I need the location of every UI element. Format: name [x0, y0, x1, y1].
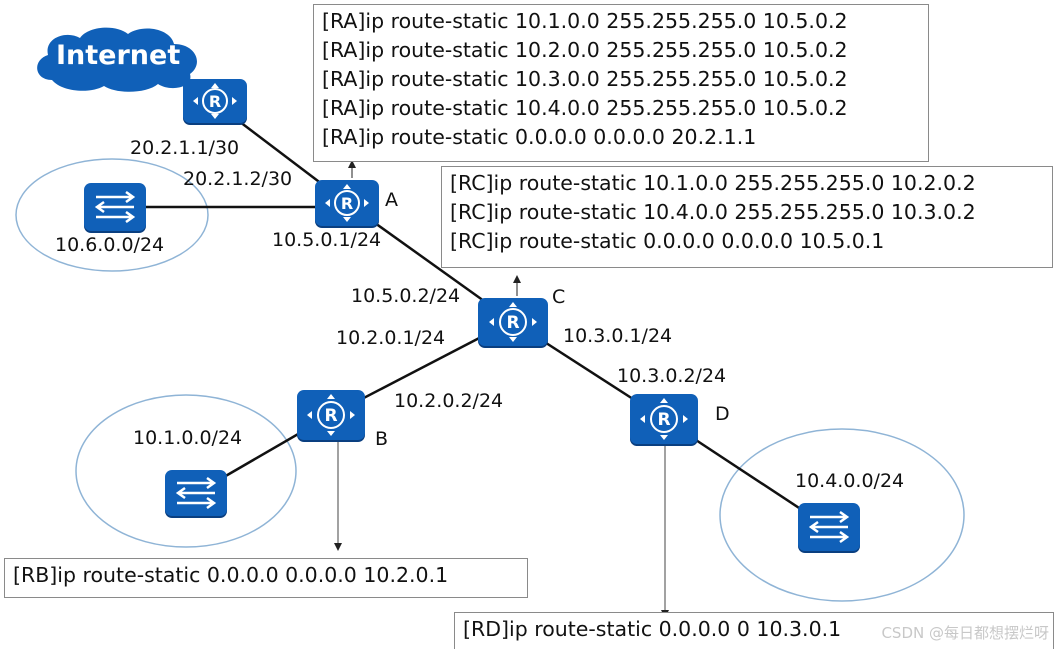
addr-d-to-c: 10.3.0.2/24 [617, 365, 727, 387]
svg-text:R: R [506, 313, 519, 333]
switch-net-d[interactable] [798, 503, 860, 551]
cloud-icon [37, 27, 197, 92]
router-b[interactable]: R [297, 390, 365, 440]
router-icon: R [640, 398, 688, 440]
svg-text:R: R [657, 410, 670, 430]
config-box-rc: [RC]ip route-static 10.1.0.0 255.255.255… [441, 166, 1053, 268]
config-line: [RB]ip route-static 0.0.0.0 0.0.0.0 10.2… [13, 563, 449, 587]
addr-c-to-b: 10.2.0.1/24 [336, 327, 446, 349]
config-box-rd: [RD]ip route-static 0.0.0.0 0 10.3.0.1 [454, 612, 1054, 649]
network-b-label: 10.1.0.0/24 [133, 427, 243, 449]
network-d-label: 10.4.0.0/24 [795, 470, 905, 492]
config-line: [RC]ip route-static 10.1.0.0 255.255.255… [450, 171, 976, 195]
router-icon: R [325, 184, 369, 222]
router-a[interactable]: R [315, 180, 379, 226]
router-internet-gw[interactable]: R [183, 79, 247, 123]
config-box-rb: [RB]ip route-static 0.0.0.0 0.0.0.0 10.2… [4, 558, 528, 598]
config-line: [RA]ip route-static 10.2.0.0 255.255.255… [322, 38, 848, 62]
lan-ellipse-b [75, 394, 297, 548]
addr-a-lan: 10.5.0.1/24 [272, 229, 382, 251]
config-line: [RD]ip route-static 0.0.0.0 0 10.3.0.1 [463, 617, 842, 641]
switch-net-b[interactable] [165, 470, 227, 516]
router-a-label: A [385, 189, 398, 211]
config-line: [RC]ip route-static 0.0.0.0 0.0.0.0 10.5… [450, 229, 885, 253]
router-icon: R [307, 394, 355, 436]
switch-net-a[interactable] [84, 183, 146, 231]
config-line: [RA]ip route-static 0.0.0.0 0.0.0.0 20.2… [322, 125, 757, 149]
internet-cloud: Internet [30, 24, 206, 94]
router-b-label: B [375, 428, 389, 450]
router-c-label: C [552, 286, 566, 308]
addr-internet-gw: 20.2.1.1/30 [130, 137, 240, 159]
lan-ellipse-a [15, 158, 209, 272]
switch-icon [94, 190, 136, 224]
internet-label: Internet [56, 40, 181, 71]
config-box-ra: [RA]ip route-static 10.1.0.0 255.255.255… [313, 4, 929, 162]
router-d-label: D [715, 403, 730, 425]
config-line: [RC]ip route-static 10.4.0.0 255.255.255… [450, 200, 976, 224]
addr-b-to-c: 10.2.0.2/24 [394, 390, 504, 412]
config-line: [RA]ip route-static 10.3.0.0 255.255.255… [322, 67, 848, 91]
router-d[interactable]: R [630, 394, 698, 444]
addr-c-to-d: 10.3.0.1/24 [563, 325, 673, 347]
router-icon: R [489, 302, 537, 342]
svg-text:R: R [324, 406, 337, 426]
addr-a-wan: 20.2.1.2/30 [183, 168, 293, 190]
lan-ellipse-d [719, 428, 965, 602]
router-icon: R [193, 83, 237, 119]
config-line: [RA]ip route-static 10.4.0.0 255.255.255… [322, 96, 848, 120]
switch-icon [175, 476, 217, 510]
addr-c-to-a: 10.5.0.2/24 [351, 285, 461, 307]
svg-text:R: R [341, 194, 353, 213]
switch-icon [808, 510, 850, 544]
watermark-text: CSDN @每日都想摆烂呀 [881, 624, 1049, 642]
network-a-label: 10.6.0.0/24 [55, 234, 165, 256]
router-c[interactable]: R [478, 298, 548, 346]
config-line: [RA]ip route-static 10.1.0.0 255.255.255… [322, 9, 848, 33]
svg-text:R: R [209, 92, 221, 111]
